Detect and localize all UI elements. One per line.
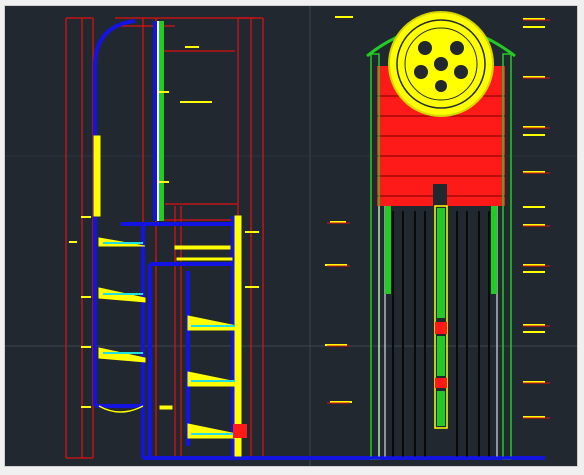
right-tower-elevation-drawing[interactable] <box>325 11 550 460</box>
left-reinforcement <box>157 21 164 221</box>
cad-drawing-canvas[interactable] <box>5 6 578 467</box>
cad-model-viewport[interactable] <box>4 5 578 467</box>
left-dimension-ticks <box>69 46 259 408</box>
right-dimension-callouts <box>325 16 545 418</box>
left-stair-section-drawing[interactable] <box>65 17 545 460</box>
left-anchor-plate <box>233 424 247 438</box>
rosette-ring <box>388 11 494 117</box>
tower-lower-columns <box>370 53 512 460</box>
left-steel-plates <box>103 242 235 435</box>
tower-doorway <box>433 184 447 206</box>
right-callout-leaders <box>327 19 550 419</box>
tower-struts <box>392 211 490 458</box>
